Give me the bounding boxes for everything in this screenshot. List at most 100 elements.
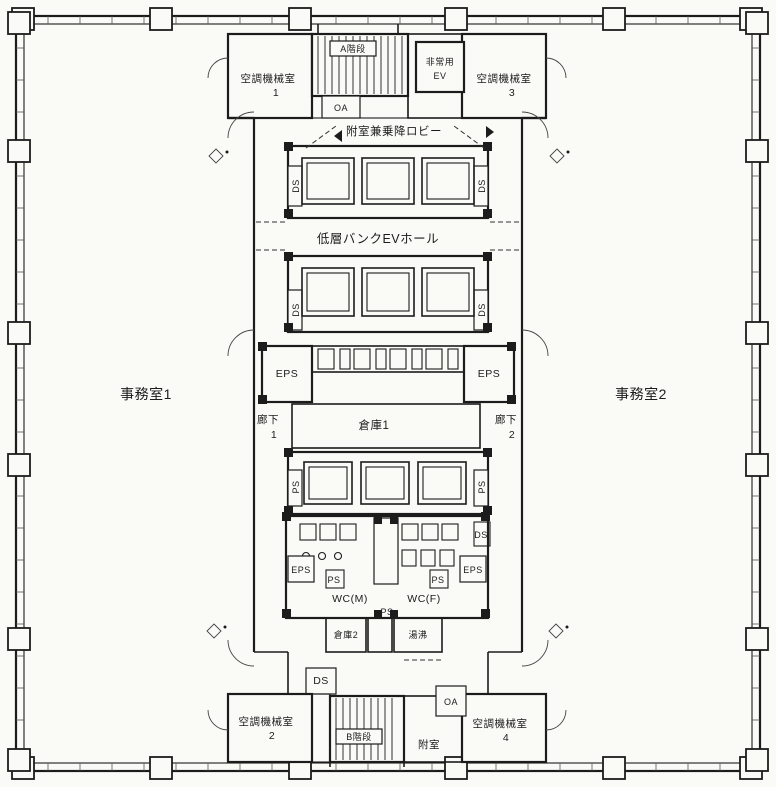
column bbox=[745, 321, 769, 345]
ps-shaft-bank3-left bbox=[287, 469, 303, 507]
oa-shaft-bottom bbox=[435, 685, 467, 717]
label-ds-bank2-right: DS bbox=[477, 303, 487, 317]
center-ps-shaft bbox=[373, 517, 399, 585]
urinal-fixture bbox=[333, 551, 343, 561]
column bbox=[7, 627, 31, 651]
label-ps-center: PS bbox=[380, 607, 393, 617]
core-bottom-band bbox=[226, 667, 548, 764]
eps-band bbox=[260, 344, 516, 404]
label-lobby: 附室兼乗降ロビー bbox=[346, 124, 442, 138]
label-ps-bank3-left: PS bbox=[291, 480, 301, 493]
label-corridor-1: 廊下 bbox=[257, 413, 279, 426]
label-hvac-2: 空調機械室 bbox=[239, 715, 294, 728]
label-hvac-2-num: 2 bbox=[269, 730, 275, 742]
label-hvac-3-num: 3 bbox=[509, 87, 515, 99]
ds-shaft-wc-right bbox=[473, 521, 491, 547]
label-wc-f: WC(F) bbox=[407, 593, 440, 605]
column bbox=[7, 139, 31, 163]
label-hvac-3: 空調機械室 bbox=[477, 72, 532, 85]
room-hvac-1 bbox=[226, 32, 314, 120]
column bbox=[745, 627, 769, 651]
label-eps-wc-left: EPS bbox=[291, 565, 311, 575]
label-storage-1: 倉庫1 bbox=[359, 418, 390, 432]
room-storage-1 bbox=[291, 403, 481, 449]
label-office-1: 事務室1 bbox=[120, 386, 172, 402]
label-eps-right: EPS bbox=[478, 368, 501, 380]
label-ds-bank1-left: DS bbox=[291, 179, 301, 193]
label-emergency-ev-2: EV bbox=[433, 71, 446, 81]
arrow-icon bbox=[486, 126, 494, 138]
column bbox=[745, 139, 769, 163]
diamond-marker-icon bbox=[548, 623, 564, 639]
label-anteroom: 附室 bbox=[418, 738, 440, 751]
room-storage-2 bbox=[325, 617, 367, 653]
eps-shaft-right bbox=[462, 344, 516, 404]
stairs-a-label-box bbox=[329, 40, 377, 57]
elevator-car bbox=[301, 157, 355, 205]
stairs-b-label-box bbox=[335, 728, 383, 745]
label-hvac-4: 空調機械室 bbox=[473, 717, 528, 730]
label-ds-bank2-left: DS bbox=[291, 303, 301, 317]
diamond-marker-icon bbox=[206, 623, 222, 639]
wc-stall bbox=[441, 523, 459, 541]
label-ps-wc-left: PS bbox=[327, 575, 340, 585]
column bbox=[149, 7, 173, 31]
diamond-marker-icon bbox=[208, 148, 224, 164]
label-storage-2: 倉庫2 bbox=[334, 629, 359, 640]
eps-shaft-wc-left bbox=[287, 555, 315, 583]
label-oa-bottom: OA bbox=[444, 697, 458, 707]
dashed-openings bbox=[256, 125, 520, 661]
wc-stall bbox=[319, 523, 337, 541]
wall-poche bbox=[258, 142, 516, 618]
eps-shaft-left bbox=[260, 344, 314, 404]
label-ds-bottom: DS bbox=[313, 675, 329, 687]
wc-stall bbox=[421, 523, 439, 541]
window-mullion-ticks bbox=[16, 16, 760, 771]
elevator-car bbox=[303, 461, 353, 505]
ps-shaft-wc-left bbox=[325, 569, 345, 589]
label-hot-water: 湯沸 bbox=[408, 629, 427, 640]
elevator-car bbox=[417, 461, 467, 505]
elevator-car bbox=[421, 267, 475, 317]
column bbox=[602, 756, 626, 780]
elevator-car bbox=[361, 157, 415, 205]
label-office-2: 事務室2 bbox=[615, 386, 667, 402]
column bbox=[745, 748, 769, 772]
room-labels: 事務室1 事務室2 空調機械室 1 空調機械室 3 A階段 非常用 EV OA … bbox=[120, 43, 667, 751]
arrow-icon bbox=[334, 130, 342, 142]
label-ds-wc: DS bbox=[474, 530, 488, 540]
label-oa-top: OA bbox=[334, 103, 348, 113]
elevator-bank-1 bbox=[286, 144, 490, 220]
column bbox=[7, 321, 31, 345]
label-stairs-a: A階段 bbox=[340, 43, 366, 54]
label-ps-bank3-right: PS bbox=[477, 480, 487, 493]
room-hvac-3 bbox=[460, 32, 548, 120]
eps-shaft-wc-right bbox=[459, 555, 487, 583]
room-hvac-2 bbox=[226, 692, 314, 764]
lobby-direction-arrows bbox=[334, 126, 494, 142]
label-hvac-1-num: 1 bbox=[273, 87, 279, 99]
label-corridor-2-num: 2 bbox=[509, 429, 515, 441]
elevator-car bbox=[421, 157, 475, 205]
diamond-marker-icon bbox=[549, 148, 565, 164]
room-anteroom bbox=[403, 695, 463, 763]
emergency-elevator-shaft bbox=[414, 40, 466, 94]
elevator-car bbox=[301, 267, 355, 317]
restroom-block bbox=[284, 514, 491, 620]
label-ev-hall: 低層バンクEVホール bbox=[317, 232, 439, 246]
label-ps-wc-right: PS bbox=[431, 575, 444, 585]
core-side-walls bbox=[228, 116, 546, 696]
ps-shaft-bank3-right bbox=[473, 469, 489, 507]
elevator-bank-2 bbox=[286, 254, 490, 334]
ps-shaft-wc-right bbox=[429, 569, 449, 589]
wc-stall bbox=[401, 549, 417, 567]
label-eps-left: EPS bbox=[276, 368, 299, 380]
wc-stall bbox=[339, 523, 357, 541]
wc-stall bbox=[420, 549, 436, 567]
label-eps-wc-right: EPS bbox=[463, 565, 483, 575]
room-hot-water bbox=[393, 617, 443, 653]
column bbox=[444, 7, 468, 31]
perimeter-columns bbox=[7, 7, 769, 780]
